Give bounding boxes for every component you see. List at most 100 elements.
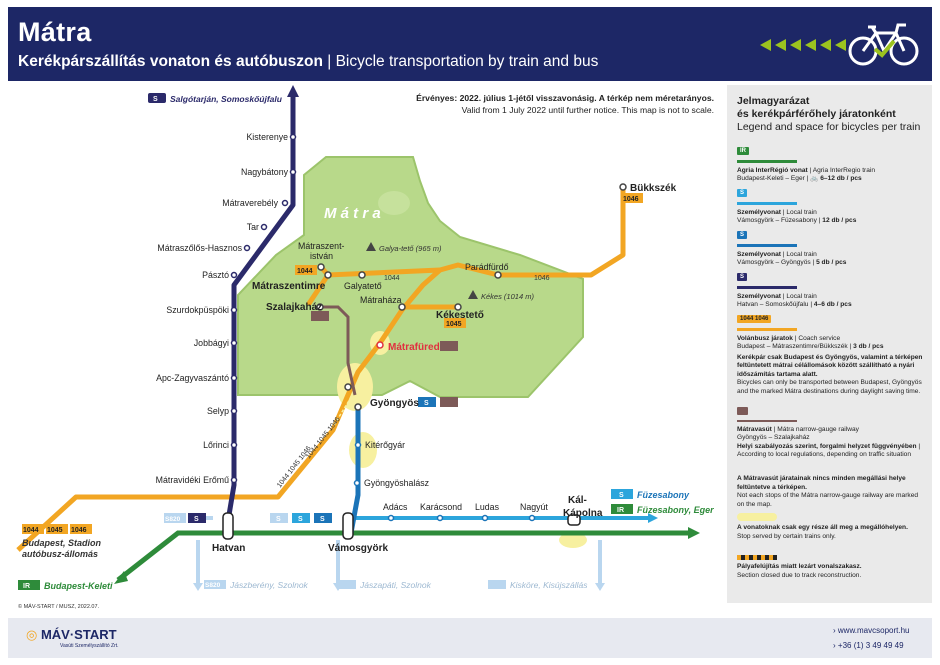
bicycle-icon — [848, 23, 919, 66]
station-szalajkahaz: Szalajkaház — [266, 302, 322, 313]
legend-row-bus: 1044 1046 Volánbusz járatok | Coach serv… — [737, 315, 923, 395]
route-label-diag-2: 1044 1045 1046 — [305, 416, 342, 460]
station-szurdokpuspoki: Szurdokpüspöki — [166, 305, 229, 315]
legend-row-s-gyongyos: S Személyvonat | Local train Vámosgyörk … — [737, 231, 847, 266]
chevron-right-icon: › — [833, 626, 836, 635]
badges-bus-stadion: 1044 1045 1046 — [22, 524, 92, 534]
badge-gyongyos: S — [418, 397, 458, 407]
station-bukkszek: Bükkszék — [630, 183, 677, 194]
arrow-decoration — [760, 39, 846, 51]
legend-row-some-trains: A vonatoknak csak egy része áll meg a me… — [737, 513, 927, 541]
svg-text:S: S — [153, 96, 158, 103]
validity-note: Érvényes: 2022. július 1-jétől visszavon… — [360, 92, 714, 116]
station-vamosgyork: Vámosgyörk — [328, 543, 388, 554]
station-gyongyos: Gyöngyös — [370, 398, 419, 409]
badge-hatvan-s820: S820 S — [164, 513, 206, 523]
station-matraszentimre: Mátraszentimre — [252, 281, 326, 292]
narrow-gauge-line — [320, 305, 357, 396]
legend-row-s-hatvan: S Személyvonat | Local train Hatvan – So… — [737, 273, 852, 308]
subtitle-hu: Kerékpárszállítás vonaton és autóbuszon — [18, 53, 323, 70]
dest-jaszbereny: Jászberény, Szolnok — [229, 580, 309, 590]
svg-text:S: S — [619, 492, 624, 499]
station-matraszolos: Mátraszőlős-Hasznos — [157, 243, 242, 253]
dest-fuzesabony: Füzesabony — [637, 490, 690, 500]
badge-salgotarjan: S — [148, 93, 166, 103]
svg-text:S: S — [424, 400, 429, 407]
station-matraszentistvan-2: istván — [310, 251, 333, 261]
station-kalkapolna-1: Kál- — [568, 495, 587, 506]
svg-text:S: S — [276, 516, 281, 523]
page-title: Mátra — [18, 17, 92, 47]
bus-route-galyateto — [305, 273, 331, 307]
station-nagybatony: Nagybátony — [241, 167, 289, 177]
station-adacs: Adács — [383, 502, 408, 512]
station-galyateto: Galyatető — [344, 281, 382, 291]
matra-region — [237, 156, 584, 398]
route-label-paradfurdo: 1046 — [534, 275, 550, 282]
station-kekesteto: Kékestető — [436, 310, 484, 321]
svg-text:S820: S820 — [165, 516, 181, 523]
legend-subtitle: Legend and space for bicycles per train — [737, 121, 921, 133]
station-tar: Tar — [247, 222, 259, 232]
station-apc: Apc-Zagyvaszántó — [156, 373, 229, 383]
subtitle-separator: | — [322, 53, 336, 70]
station-matraverebely: Mátraverebély — [222, 198, 278, 208]
route-label-kekesteto: 1045 — [446, 321, 462, 328]
mav-start-logo: ◎ MÁV·START — [26, 627, 117, 642]
station-kitorogyar: Kitérőgyár — [365, 440, 405, 450]
station-selyp: Selyp — [207, 406, 229, 416]
station-karacsond: Karácsond — [420, 502, 462, 512]
svg-text:S820: S820 — [205, 582, 221, 589]
badges-vamosgyork: S S S — [270, 513, 332, 523]
validity-hu: Érvényes: 2022. július 1-jétől visszavon… — [416, 93, 714, 103]
peak-kekes: Kékes (1014 m) — [481, 292, 534, 301]
station-matrafured: Mátrafüred — [388, 342, 440, 353]
svg-text:1044: 1044 — [23, 527, 39, 534]
dest-bpkeleti: Budapest-Keleti — [44, 581, 113, 591]
station-kalkapolna-2: Kápolna — [563, 508, 603, 519]
dest-bpstadion-1: Budapest, Stadion — [22, 538, 102, 548]
station-kisterenye: Kisterenye — [246, 132, 288, 142]
svg-text:S: S — [320, 516, 325, 523]
svg-text:1046: 1046 — [71, 527, 87, 534]
station-matravidekierom: Mátravidéki Erőmű — [156, 475, 229, 485]
station-lorinci: Lőrinci — [203, 440, 229, 450]
website-link[interactable]: › www.mavcsoport.hu — [833, 626, 910, 635]
region-label: M á t r a — [324, 205, 381, 222]
route-label-bukkszek: 1046 — [623, 196, 639, 203]
footer: ◎ MÁV·START Vasúti Személyszállító Zrt. … — [8, 618, 932, 658]
station-nagyut: Nagyút — [520, 502, 548, 512]
chevron-right-icon: › — [833, 641, 836, 650]
station-matrahaza: Mátraháza — [360, 295, 402, 305]
station-jobbagyi: Jobbágyi — [194, 338, 229, 348]
page-subtitle: Kerékpárszállítás vonaton és autóbuszon … — [18, 53, 598, 71]
station-paradfurdo: Parádfürdő — [465, 262, 509, 272]
validity-en: Valid from 1 July 2022 until further not… — [461, 105, 714, 115]
svg-text:IR: IR — [23, 583, 30, 590]
legend-row-ir: IR Agria InterRégió vonat | Agria InterR… — [737, 147, 876, 182]
phone-number[interactable]: › +36 (1) 3 49 49 49 — [833, 641, 904, 650]
badges-fuzesabony: S IR — [611, 489, 633, 514]
svg-text:1045: 1045 — [47, 527, 63, 534]
narrow-gauge-icon — [311, 311, 329, 321]
rail-line-salgotarjan — [223, 93, 296, 534]
header: Mátra Kerékpárszállítás vonaton és autób… — [8, 7, 932, 81]
svg-text:IR: IR — [617, 507, 624, 514]
legend-row-stops: A Mátravasút járatainak nincs minden meg… — [737, 475, 919, 508]
peak-galya: Galya-tető (965 m) — [379, 244, 442, 253]
copyright: © MÁV-START / MUSZ, 2022.07. — [18, 604, 100, 610]
dest-jaszapati: Jászapáti, Szolnok — [359, 580, 432, 590]
station-paszto: Pásztó — [202, 270, 229, 280]
station-hatvan: Hatvan — [212, 543, 245, 554]
dest-fuzesabony-eger: Füzesabony, Eger — [637, 505, 714, 515]
legend-row-s-fuzesabony: S Személyvonat | Local train Vámosgyörk … — [737, 189, 857, 224]
station-matraszentistvan-1: Mátraszent- — [298, 241, 345, 251]
logo-subtitle: Vasúti Személyszállító Zrt. — [60, 643, 119, 649]
station-gyongyoshalasz: Gyöngyöshalász — [364, 478, 429, 488]
legend-row-narrow: Mátravasút | Mátra narrow-gauge railway … — [737, 407, 927, 460]
dest-bpstadion-2: autóbusz-állomás — [22, 549, 98, 559]
legend-row-closed: Pályafelújítás miatt lezárt vonalszakasz… — [737, 555, 927, 580]
rail-line-budapest-eger — [116, 530, 688, 582]
